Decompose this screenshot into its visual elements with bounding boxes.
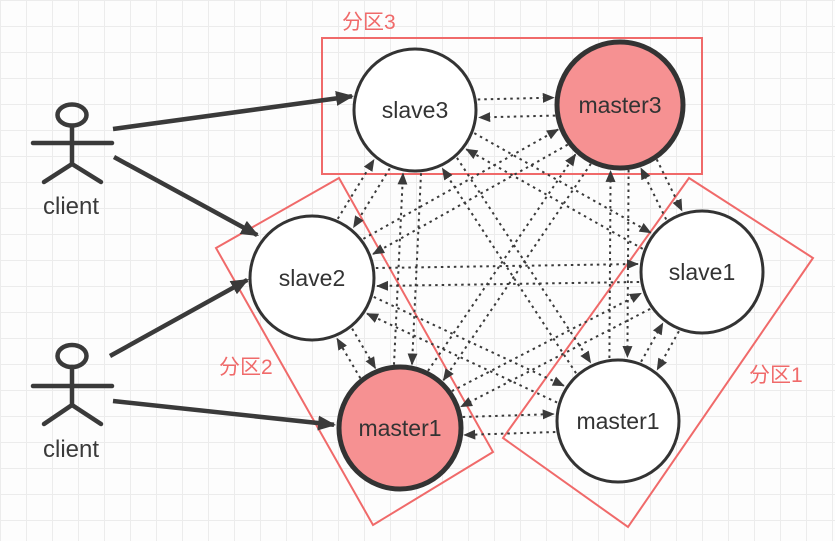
partition3-label: 分区3 (342, 11, 396, 34)
mesh-edge-slave1-to-slave3 (465, 148, 644, 250)
partition2-box (214, 176, 495, 527)
mesh-edge-master1p2-to-slave3 (392, 172, 408, 365)
arrow-client-1-to-master1p2 (112, 398, 336, 431)
mesh-edge-slave2-to-master1p1 (373, 296, 565, 387)
partition1-label: 分区1 (749, 364, 803, 387)
mesh-edge-slave2-to-slave3 (336, 159, 375, 220)
mesh-edge-slave3-to-master3 (477, 92, 555, 103)
mesh-edge-master3-to-master1p2 (442, 163, 592, 381)
node-label: master3 (578, 92, 661, 118)
mesh-edge-master3-to-slave3 (478, 112, 556, 123)
client-top-label: client (43, 193, 99, 220)
mesh-edge-master1p2-to-master3 (427, 153, 577, 372)
arrow-client-1-to-slave2 (108, 278, 250, 358)
mesh-edge-master1p2-to-master1p1 (462, 409, 555, 420)
arrow-client-0-to-slave2 (112, 155, 259, 238)
partition2-label: 分区2 (219, 356, 273, 379)
node-slave2: slave2 (248, 214, 376, 342)
mesh-edge-master1p1-to-master1p2 (463, 429, 556, 440)
node-label: master1 (576, 408, 659, 434)
client-request-arrows (108, 91, 355, 431)
client-head-icon (55, 102, 89, 128)
client-head-icon (55, 342, 89, 370)
node-label: slave3 (382, 97, 448, 123)
node-label: master1 (358, 415, 441, 441)
client-figure-bottom (30, 342, 115, 427)
arrow-client-0-to-slave3 (112, 91, 355, 132)
node-label: slave2 (279, 265, 345, 291)
node-master1-partition2: master1 (336, 364, 464, 492)
mesh-edge-slave3-to-slave1 (473, 132, 652, 234)
partition3-box (321, 37, 703, 175)
node-slave1: slave1 (639, 209, 765, 335)
mesh-edge-slave2-to-slave1 (375, 259, 639, 270)
mesh-edge-master1p1-to-slave2 (366, 312, 558, 404)
replication-mesh (336, 92, 683, 440)
mesh-edge-master3-to-slave1 (655, 158, 683, 212)
mesh-edge-master1p2-to-slave1 (451, 292, 642, 392)
mesh-edge-slave1-to-slave2 (376, 280, 640, 291)
mesh-edge-slave3-to-master1p1 (456, 157, 592, 364)
mesh-edge-slave1-to-master1p1 (656, 330, 680, 371)
node-master1-partition1: master1 (555, 358, 681, 484)
node-slave3: slave3 (352, 47, 478, 173)
mesh-edge-master3-to-slave2 (372, 143, 569, 255)
mesh-edge-slave1-to-master1p2 (460, 308, 651, 408)
node-master3: master3 (554, 39, 686, 171)
mesh-edge-master1p1-to-slave1 (640, 322, 664, 363)
mesh-edge-slave2-to-master3 (362, 128, 559, 240)
mesh-edge-slave1-to-master3 (640, 167, 668, 220)
node-label: slave1 (669, 259, 735, 285)
client-bottom-label: client (43, 436, 99, 463)
partition1-box (501, 176, 815, 529)
client-figure-top (30, 102, 115, 185)
mesh-edge-slave2-to-master1p2 (351, 328, 377, 370)
mesh-edge-master1p2-to-slave2 (336, 337, 362, 379)
mesh-edge-slave3-to-slave2 (352, 167, 391, 229)
